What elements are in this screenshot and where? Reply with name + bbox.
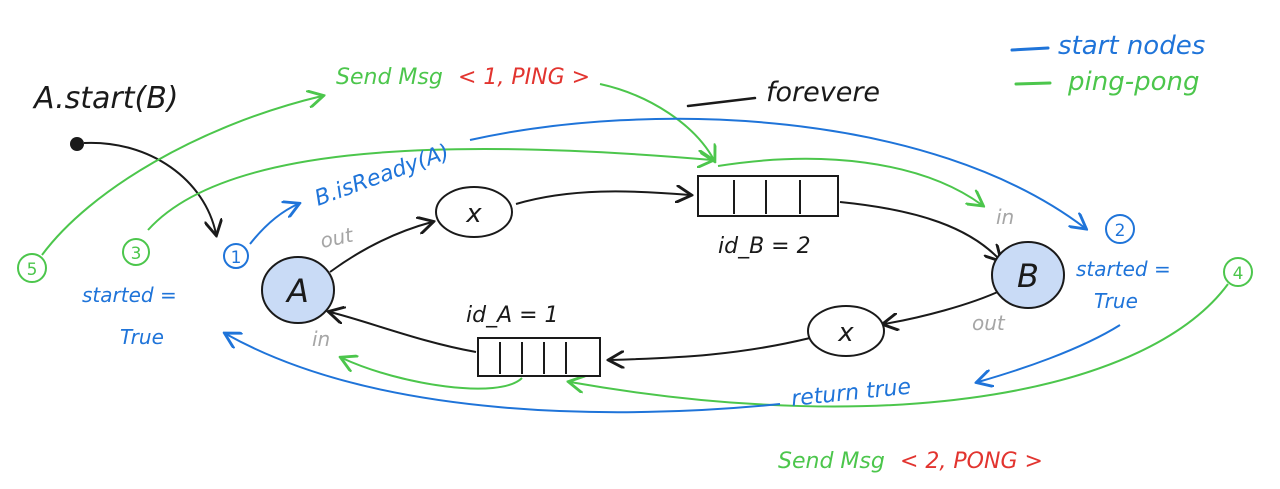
queue-b-label: id_B = 2 <box>718 234 811 259</box>
svg-text:3: 3 <box>131 244 142 264</box>
send-pong-payload: < 2, PONG > <box>900 449 1043 474</box>
queue-a-label: id_A = 1 <box>466 303 559 328</box>
node-a-label: A <box>285 272 309 310</box>
queue-b-to-in-b-arc <box>717 157 982 205</box>
start-arrow <box>83 141 216 234</box>
svg-text:1: 1 <box>231 248 242 268</box>
x-bottom-to-queue-a-arrow <box>610 337 811 360</box>
step-3-marker: 3 <box>122 238 150 266</box>
step-1-marker: 1 <box>223 243 249 269</box>
port-a-out: out <box>318 222 356 253</box>
started-right-line2: True <box>1094 289 1138 313</box>
started-left-line1: started = <box>82 283 177 307</box>
forever-leader <box>686 96 757 108</box>
legend-green-label: ping-pong <box>1067 67 1200 97</box>
is-ready-arrow <box>249 204 298 245</box>
queue-b <box>697 175 839 217</box>
filter-x-bottom: x <box>807 305 885 357</box>
step-2-marker: 2 <box>1105 214 1135 244</box>
queue-a <box>477 337 601 377</box>
a-to-x-top-arrow <box>329 222 432 273</box>
send-ping-arc-2 <box>599 83 714 160</box>
node-a: A <box>261 256 335 324</box>
start-call-label: A.start(B) <box>32 81 178 116</box>
svg-text:5: 5 <box>27 260 38 280</box>
svg-text:2: 2 <box>1115 221 1126 241</box>
b-to-x-bottom-arrow <box>884 289 1003 324</box>
is-ready-arc <box>469 117 1085 228</box>
send-ping-prefix: Send Msg <box>336 65 443 90</box>
legend: start nodes ping-pong <box>1010 31 1205 97</box>
queue-a-to-a-arrow <box>330 312 477 353</box>
svg-text:4: 4 <box>1233 264 1244 284</box>
port-b-out: out <box>972 311 1006 335</box>
queue-a-to-in-a-arc <box>342 358 523 390</box>
started-right-line1: started = <box>1076 257 1171 281</box>
started-left-line2: True <box>120 325 164 349</box>
return-arc <box>226 334 781 414</box>
filter-x-bottom-label: x <box>837 318 854 348</box>
legend-green-swatch <box>1014 81 1052 86</box>
node-b: B <box>991 241 1065 309</box>
filter-x-top: x <box>435 186 513 238</box>
x-top-to-queue-b-arrow <box>515 191 690 205</box>
send-ping-arc-1 <box>41 96 322 256</box>
send-pong-prefix: Send Msg <box>778 449 885 474</box>
is-ready-label: B.isReady(A) <box>312 140 453 212</box>
send-ping-payload: < 1, PING > <box>458 65 590 90</box>
start-dot <box>70 137 84 151</box>
legend-blue-label: start nodes <box>1058 31 1205 61</box>
legend-blue-swatch <box>1010 46 1050 52</box>
port-b-in: in <box>996 205 1014 229</box>
step-4-marker: 4 <box>1223 257 1253 287</box>
queue-b-to-b-arrow <box>839 201 1000 260</box>
forever-label: forevere <box>766 77 880 108</box>
node-b-label: B <box>1017 257 1039 295</box>
start3-arc <box>147 147 712 231</box>
return-arrow <box>978 324 1121 382</box>
filter-x-top-label: x <box>465 199 482 229</box>
step-5-marker: 5 <box>17 253 47 283</box>
send-pong-arc <box>570 283 1229 408</box>
port-a-in: in <box>312 327 330 351</box>
